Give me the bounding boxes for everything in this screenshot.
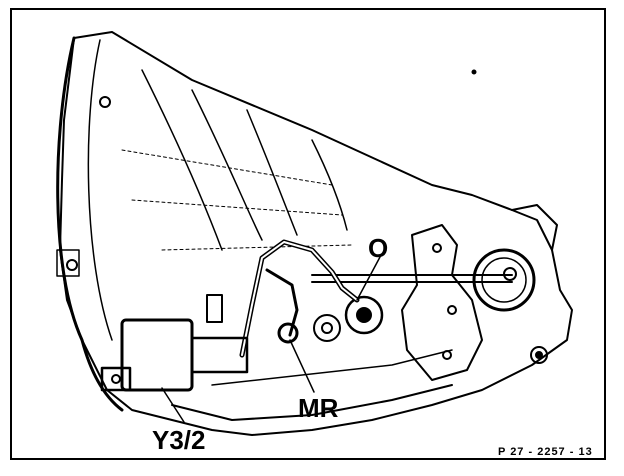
governor-cover — [472, 248, 536, 312]
leader-o — [356, 256, 381, 301]
label-mr: MR — [298, 393, 339, 423]
mounting-lug — [66, 259, 78, 271]
modulator — [344, 295, 384, 335]
oil-pipe — [239, 239, 360, 358]
figure-code: P 27 - 2257 - 13 — [498, 446, 593, 458]
solenoid-valve-y32 — [120, 318, 194, 392]
tail-housing — [511, 204, 558, 251]
pulley — [313, 314, 341, 342]
transmission-illustration — [56, 31, 573, 436]
leader-mr — [289, 339, 315, 393]
bell-housing-rim — [56, 36, 124, 412]
figure-frame: O MR Y3/2 P 27 - 2257 - 13 — [10, 8, 606, 460]
oil-pan — [171, 384, 453, 421]
mounting-lug — [99, 96, 111, 108]
housing-outline — [59, 31, 573, 436]
control-rod — [311, 274, 513, 283]
label-y32: Y3/2 — [152, 425, 206, 455]
label-o: O — [368, 233, 389, 263]
tail-mount — [530, 346, 548, 364]
selector-plate — [401, 224, 483, 381]
housing-ribs — [141, 69, 348, 251]
mr-sensor — [277, 322, 299, 344]
leader-y32 — [161, 387, 185, 423]
